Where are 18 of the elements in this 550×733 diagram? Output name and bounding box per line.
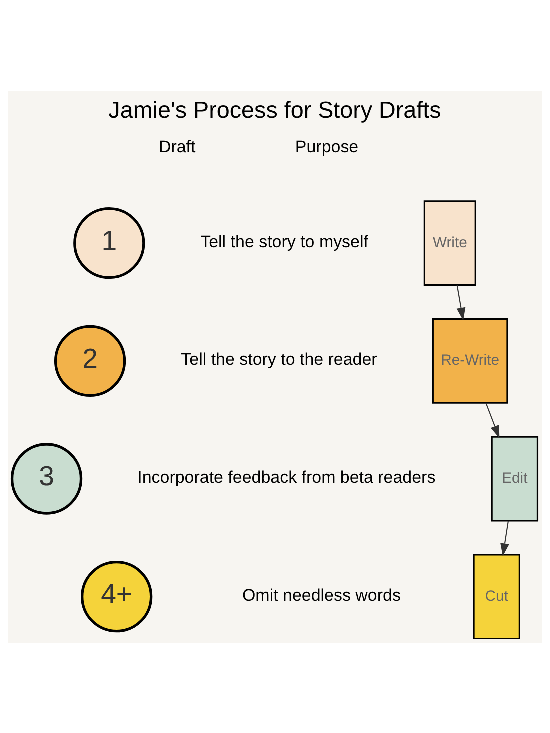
arrow [456, 284, 466, 320]
diagram-title: Jamie's Process for Story Drafts [108, 96, 442, 123]
label: Tell the story to the reader [181, 350, 378, 369]
label: Purpose [295, 136, 359, 156]
node-box: Cut [473, 554, 520, 640]
label: Incorporate feedback from beta readers [138, 468, 436, 487]
node-box: Write [424, 200, 476, 286]
node-circle: 2 [54, 324, 126, 396]
arrow [486, 402, 500, 438]
arrow [500, 520, 510, 556]
node-circle: 4+ [81, 560, 153, 632]
label: Tell the story to myself [200, 232, 368, 251]
label: Omit needless words [242, 585, 401, 604]
node-box: Re-Write [432, 318, 508, 404]
node-box: Edit [491, 436, 539, 522]
node-circle: 3 [10, 442, 83, 514]
node-circle: 1 [74, 207, 146, 279]
label: Draft [158, 136, 196, 156]
